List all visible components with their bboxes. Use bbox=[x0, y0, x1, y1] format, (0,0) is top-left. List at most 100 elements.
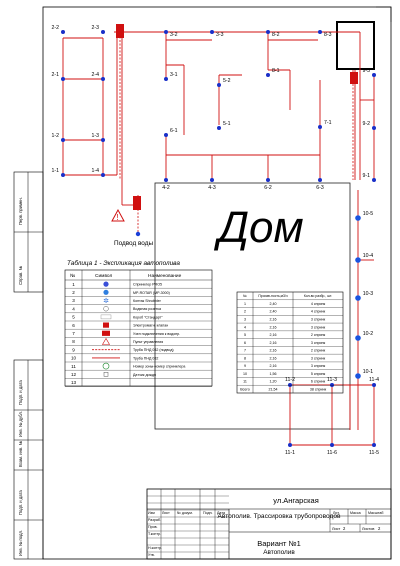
legend-row-name: Номер зоны-номер спринклера bbox=[133, 365, 185, 369]
flow-cell: 2,16 bbox=[270, 356, 277, 360]
change-col-label: № докум. bbox=[177, 511, 193, 515]
sprinkler-head-icon bbox=[372, 126, 376, 130]
valve-icon bbox=[133, 196, 141, 210]
flow-cell: 3 спринк bbox=[311, 325, 326, 329]
stage-label: Лит. bbox=[333, 511, 340, 515]
sprinkler-head-icon bbox=[61, 77, 65, 81]
node-label: 6-2 bbox=[264, 185, 272, 191]
node-label: 3-1 bbox=[170, 72, 178, 78]
legend-row-no: 11 bbox=[71, 364, 76, 369]
legend-row-name: Короб "Стандарт" bbox=[133, 315, 163, 319]
legend-header-name: Наименование bbox=[148, 273, 182, 279]
flow-cell: 2 спринк bbox=[311, 349, 326, 353]
sprinkler-head-icon bbox=[372, 443, 376, 447]
sprinkler-head-icon bbox=[101, 30, 105, 34]
role-label: Утв. bbox=[148, 553, 155, 557]
sprinkler-head-icon bbox=[164, 30, 168, 34]
node-label: 8-1 bbox=[272, 68, 280, 74]
sprinkler-head-icon bbox=[61, 138, 65, 142]
node-label: 9-1 bbox=[363, 173, 371, 179]
flow-cell: 5 bbox=[244, 333, 246, 337]
sprinkler-head-icon bbox=[330, 383, 334, 387]
flow-cell: 5 спринк bbox=[311, 372, 326, 376]
legend-row-no: 10 bbox=[71, 356, 77, 361]
legend-row-no: 1 bbox=[72, 282, 75, 287]
flow-cell: 9 bbox=[244, 364, 246, 368]
sprinkler-head-icon bbox=[101, 138, 105, 142]
legend-row-name: Датчик дождя bbox=[133, 373, 156, 377]
side-stamp-label: Подп. и дата bbox=[18, 380, 23, 405]
legend-row-no: 2 bbox=[72, 290, 75, 295]
sheet-value: 2 bbox=[343, 526, 346, 531]
flow-cell: 38 спринк bbox=[310, 387, 327, 391]
warning-triangle-icon bbox=[111, 208, 125, 222]
legend-row-name: Пульт управления bbox=[133, 340, 163, 344]
node-label: 9-2 bbox=[363, 121, 371, 127]
scale-label: Масштаб bbox=[368, 511, 383, 515]
legend-row-name: Труба ПНД 032 bbox=[133, 356, 158, 360]
node-label: 2-2 bbox=[52, 25, 60, 31]
flow-frame bbox=[236, 291, 344, 394]
flow-cell: 2,16 bbox=[270, 325, 277, 329]
node-label: 8-3 bbox=[324, 32, 332, 38]
sprinkler-head-icon bbox=[210, 30, 214, 34]
flow-cell: 2,40 bbox=[270, 302, 277, 306]
pipe-network bbox=[62, 26, 375, 446]
flow-cell: 4 спринк bbox=[311, 302, 326, 306]
node-label: 2-4 bbox=[92, 72, 100, 78]
sprinkler-head-icon bbox=[210, 178, 214, 182]
sprinkler-head-icon bbox=[61, 173, 65, 177]
flow-header: Кол-во разбр., шт. bbox=[304, 294, 332, 298]
sprinkler-head-icon bbox=[217, 83, 221, 87]
water-input-icon bbox=[135, 231, 141, 237]
side-stamp-label: Справ. № bbox=[18, 265, 23, 285]
change-col-label: Изм bbox=[148, 511, 155, 515]
node-label: 4-3 bbox=[208, 185, 216, 191]
sprinkler-head-icon bbox=[266, 178, 270, 182]
sprinkler-head-icon bbox=[288, 383, 292, 387]
legend-row-no: 5 bbox=[72, 315, 75, 320]
zone-number-icon bbox=[102, 362, 110, 370]
sprinkler-head-icon bbox=[372, 178, 376, 182]
node-label: 5-1 bbox=[223, 121, 231, 127]
mass-label: Масса bbox=[350, 511, 361, 515]
valve-icon bbox=[350, 72, 358, 84]
doc-title-text: Автополив. Трассировка трубопроводов bbox=[217, 512, 341, 520]
sprinkler-pro5-icon bbox=[103, 281, 109, 287]
location-label: ул.Ангарская bbox=[273, 496, 319, 505]
role-label: Н.контр. bbox=[148, 546, 162, 550]
box-icon bbox=[100, 314, 112, 320]
legend-row-no: 4 bbox=[72, 306, 75, 311]
node-label: 6-3 bbox=[316, 185, 324, 191]
sheet-label: Лист bbox=[332, 527, 341, 531]
sprinkler-head-icon bbox=[164, 178, 168, 182]
node-label: 10-1 bbox=[363, 369, 373, 375]
node-label: 10-5 bbox=[363, 211, 373, 217]
water-outlet-icon bbox=[103, 306, 109, 312]
node-label: 11-5 bbox=[369, 450, 379, 456]
legend-row-no: 13 bbox=[71, 380, 77, 385]
sprinkler-head-icon bbox=[288, 443, 292, 447]
node-label: 10-4 bbox=[363, 253, 373, 259]
flow-cell: 2,16 bbox=[270, 333, 277, 337]
flow-cell: 4 bbox=[244, 325, 246, 329]
node-label: 1-2 bbox=[52, 133, 60, 139]
legend-row-name: Труба ПНД 032 (подвод) bbox=[133, 348, 174, 352]
sprinkler-head-icon bbox=[266, 73, 270, 77]
sprinkler-head-icon bbox=[318, 125, 322, 129]
flow-cell: 10 bbox=[243, 372, 247, 376]
legend-row-name: Спринклер PRO5 bbox=[133, 283, 162, 287]
flow-cell: 2,16 bbox=[270, 349, 277, 353]
sprinkler-head-icon bbox=[266, 30, 270, 34]
flow-cell: 2 спринк bbox=[311, 333, 326, 337]
shrubbler-icon: ✲ bbox=[103, 297, 109, 305]
sprinkler-head-icon bbox=[372, 383, 376, 387]
variant-sub-label: Автополив bbox=[263, 549, 295, 556]
house-title: Дом bbox=[213, 203, 304, 252]
role-label: Т.контр. bbox=[148, 532, 161, 536]
legend-row-no: 7 bbox=[72, 331, 75, 336]
flow-cell: 3 спринк bbox=[311, 341, 326, 345]
node-label: 10-3 bbox=[363, 291, 373, 297]
flow-cell: 3 bbox=[244, 318, 246, 322]
